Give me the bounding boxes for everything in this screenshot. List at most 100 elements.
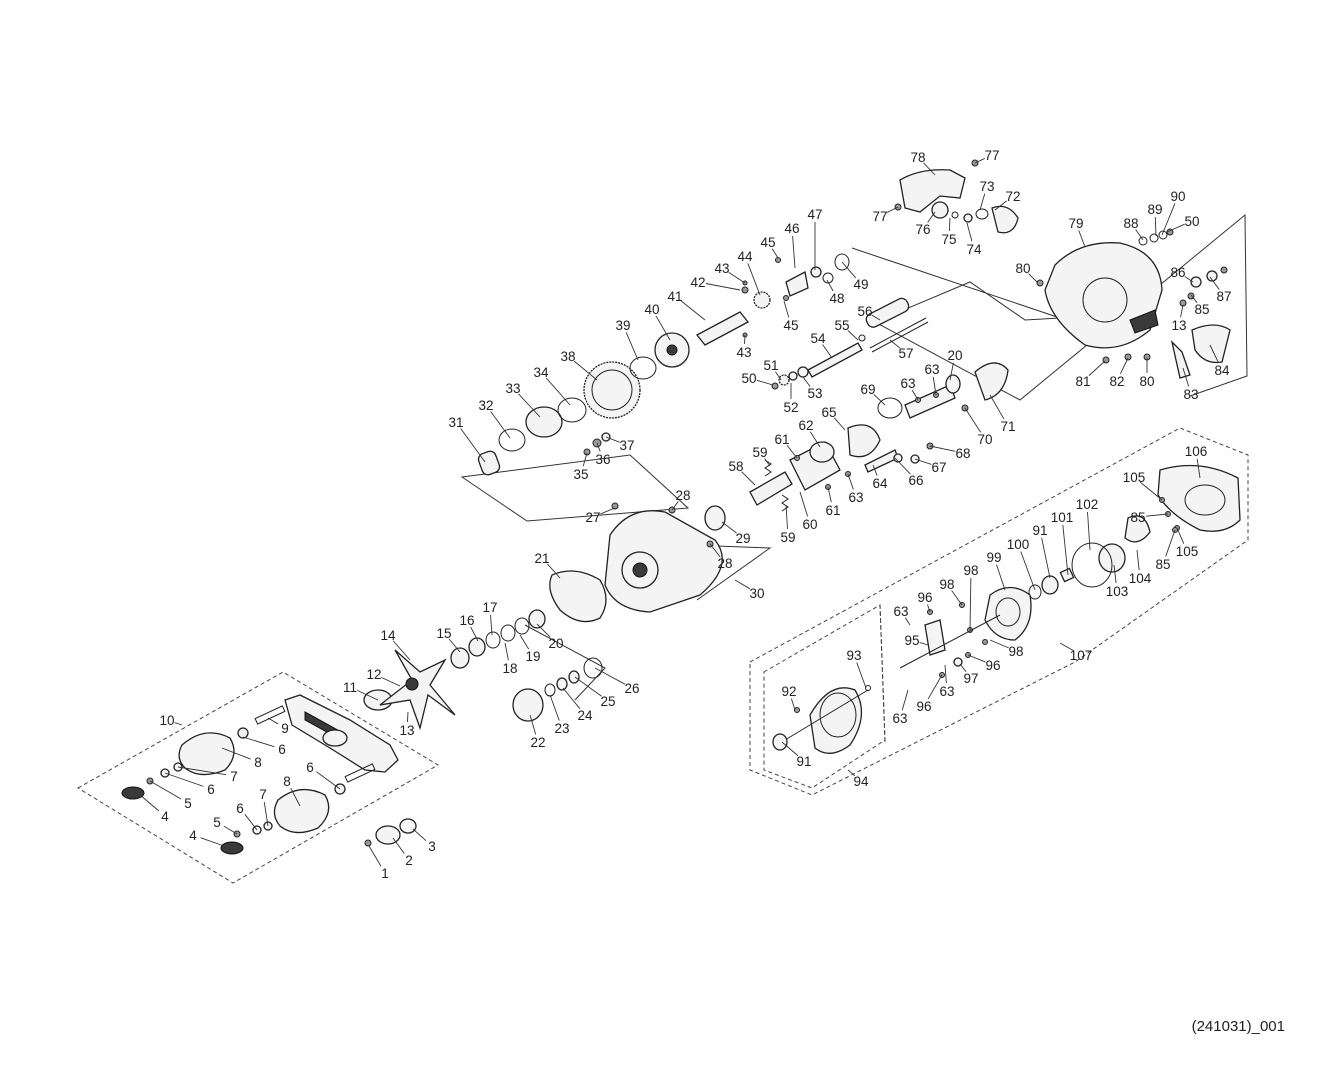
callout-3: 3: [412, 828, 436, 854]
callout-48: 48: [826, 279, 845, 306]
callout-98: 98: [963, 563, 979, 631]
bar-63: [904, 384, 956, 419]
gear-51: [778, 374, 790, 386]
handle-assembly: [121, 694, 417, 855]
magnet-101: [1059, 567, 1075, 583]
part-number: 81: [1075, 374, 1090, 389]
knob-cap-upper: [121, 786, 145, 800]
leader-line: [809, 431, 821, 448]
callout-45: 45: [783, 300, 799, 333]
callout-103: 103: [1106, 564, 1128, 599]
leader-line: [1209, 276, 1220, 290]
callout-43: 43: [736, 334, 752, 360]
callout-80: 80: [1139, 358, 1155, 389]
part-number: 77: [872, 209, 887, 224]
leader-line: [989, 639, 1009, 649]
callout-24: 24: [562, 687, 593, 723]
callout-47: 47: [807, 207, 823, 270]
callout-50: 50: [741, 371, 774, 386]
leader-line: [889, 339, 901, 349]
cover-84: [1191, 324, 1231, 364]
callout-35: 35: [573, 452, 589, 482]
callout-59: 59: [780, 504, 796, 545]
callout-26: 26: [594, 667, 640, 696]
part-number: 43: [714, 261, 729, 276]
leader-line: [600, 507, 616, 515]
leader-line: [573, 360, 598, 381]
screw-82: [1124, 353, 1132, 361]
callout-96: 96: [916, 674, 943, 714]
part-number: 53: [807, 386, 822, 401]
callout-14: 14: [380, 628, 411, 661]
leader-line: [847, 473, 854, 490]
part-number: 28: [717, 556, 732, 571]
callout-17: 17: [482, 600, 498, 636]
star-drag-center: [405, 677, 419, 691]
handle-nut: [399, 818, 417, 834]
part-number: 90: [1170, 189, 1185, 204]
callout-43: 43: [714, 261, 746, 284]
callout-4: 4: [139, 794, 169, 824]
part-number: 80: [1139, 374, 1154, 389]
part-number: 35: [573, 467, 588, 482]
plate-83: [1170, 339, 1191, 379]
part-number: 97: [963, 671, 978, 686]
callout-61: 61: [825, 486, 841, 518]
part-number: 4: [189, 828, 197, 843]
leader-line: [504, 642, 509, 661]
bearing-76: [931, 201, 949, 219]
part-number: 79: [1068, 216, 1083, 231]
callout-25: 25: [574, 676, 616, 709]
callout-61: 61: [774, 432, 798, 459]
callout-8: 8: [283, 774, 301, 807]
spool-shaft: [784, 689, 869, 741]
leader-line: [799, 491, 809, 517]
plate-46: [785, 271, 809, 297]
leader-line: [139, 794, 160, 812]
star-drag-14: [379, 649, 456, 731]
screw-1b: [1220, 266, 1228, 274]
part-number: 6: [306, 760, 314, 775]
callout-89: 89: [1147, 202, 1163, 237]
worm-shaft-54: [807, 342, 863, 378]
leader-line: [1145, 513, 1169, 517]
leader-line: [412, 828, 427, 842]
callout-13: 13: [1171, 304, 1187, 333]
part-number: 54: [810, 331, 826, 346]
leader-line: [841, 261, 857, 279]
part-number: 71: [1000, 419, 1015, 434]
pin-92: [794, 707, 800, 713]
part-number: 51: [763, 358, 778, 373]
leader-line: [174, 722, 183, 726]
leader-line: [1180, 304, 1184, 318]
leader-line: [932, 376, 937, 396]
part-number: 78: [910, 150, 925, 165]
part-number: 63: [900, 376, 915, 391]
leader-line: [894, 457, 911, 475]
leader-line: [948, 217, 951, 232]
part-number: 92: [781, 684, 796, 699]
part-number: 7: [259, 787, 267, 802]
callout-102: 102: [1076, 497, 1098, 551]
part-number: 46: [784, 221, 799, 236]
leader-line: [781, 741, 799, 757]
callout-18: 18: [502, 642, 518, 676]
part-number: 96: [985, 658, 1000, 673]
callout-15: 15: [436, 626, 461, 653]
washer-17: [485, 631, 501, 649]
part-number: 91: [1032, 523, 1047, 538]
part-number: 82: [1109, 374, 1124, 389]
part-number: 89: [1147, 202, 1162, 217]
callout-80: 80: [1015, 261, 1039, 284]
part-number: 88: [1123, 216, 1138, 231]
leader-line: [1184, 276, 1194, 283]
callout-57: 57: [889, 339, 914, 361]
part-number: 105: [1176, 544, 1199, 559]
callout-20: 20: [947, 348, 963, 381]
part-number: 99: [986, 550, 1001, 565]
washer-39: [629, 356, 657, 380]
callout-77: 77: [974, 148, 1000, 164]
callout-68: 68: [929, 445, 971, 461]
part-number: 96: [916, 699, 931, 714]
leader-line: [357, 689, 379, 701]
